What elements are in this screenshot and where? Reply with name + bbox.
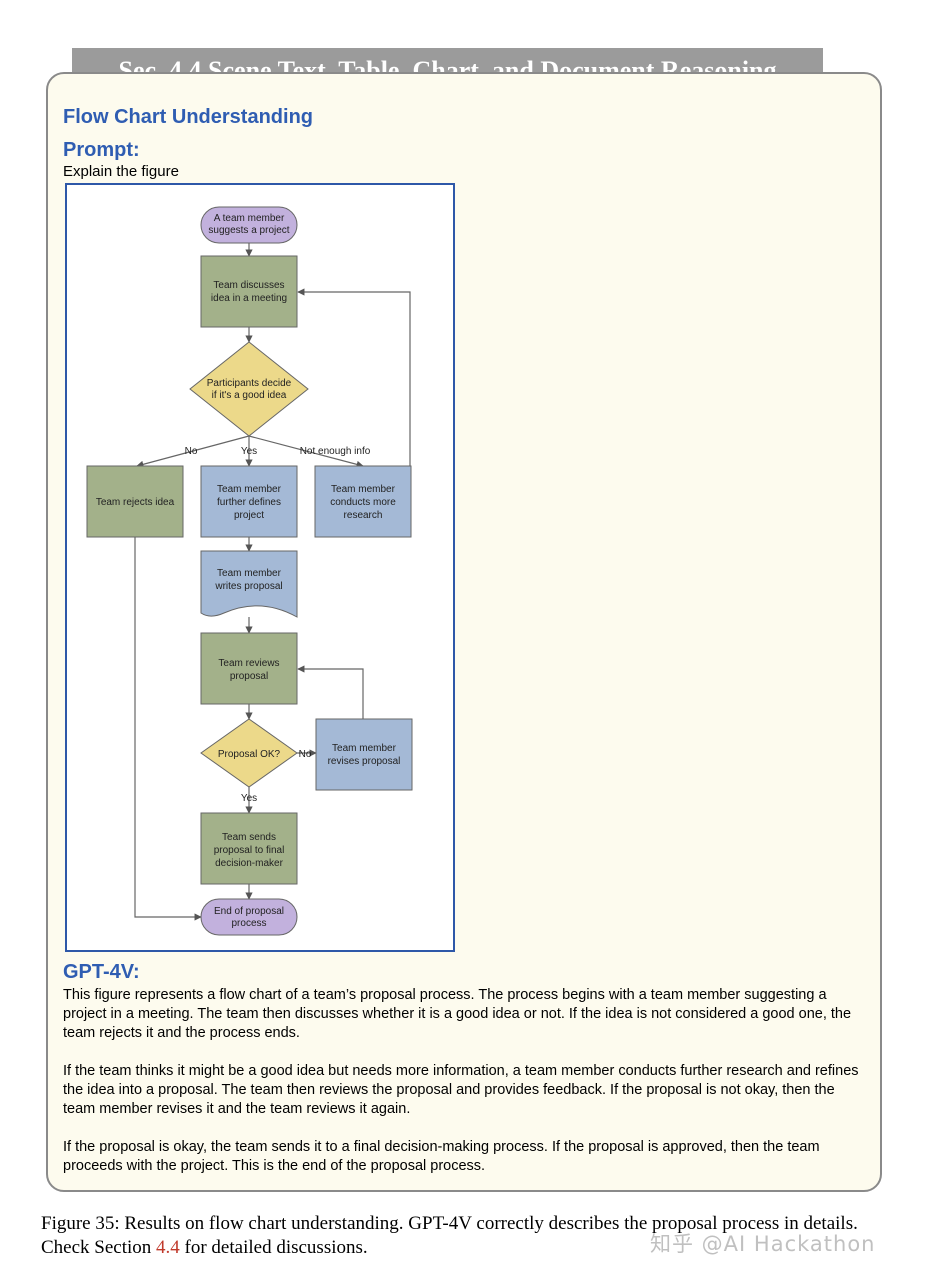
edge-research-discuss bbox=[297, 288, 411, 466]
edge-reject-end bbox=[134, 537, 202, 921]
label-send-3: decision-maker bbox=[215, 858, 283, 869]
label-discuss-2: idea in a meeting bbox=[211, 293, 287, 304]
node-write bbox=[200, 550, 298, 618]
answer-paragraph-1: This figure represents a flow chart of a… bbox=[63, 987, 852, 1041]
caption-prefix: Figure 35: Results on flow chart underst… bbox=[41, 1213, 858, 1258]
panel-title: Flow Chart Understanding bbox=[63, 106, 313, 128]
node-research bbox=[314, 465, 412, 538]
watermark: 知乎 @AI Hackathon bbox=[650, 1232, 876, 1256]
connectors bbox=[134, 243, 411, 921]
label-start-1: A team member bbox=[214, 213, 285, 224]
edge-decide-reject bbox=[136, 435, 250, 468]
label-end-1: End of proposal bbox=[214, 906, 284, 917]
node-reject bbox=[86, 465, 184, 538]
gpt-heading: GPT-4V: bbox=[63, 961, 140, 983]
label-decide-1: Participants decide bbox=[207, 378, 292, 389]
label-reject-1: Team rejects idea bbox=[96, 497, 175, 508]
node-end bbox=[200, 898, 298, 936]
prompt-text: Explain the figure bbox=[63, 163, 179, 180]
edge-label-not-enough: Not enough info bbox=[300, 446, 371, 457]
figure-caption: Figure 35: Results on flow chart underst… bbox=[41, 1212, 901, 1260]
label-decide-2: if it's a good idea bbox=[212, 390, 287, 401]
edge-revise-review bbox=[297, 665, 364, 719]
caption-suffix: for detailed discussions. bbox=[179, 1237, 368, 1258]
label-end-2: process bbox=[231, 918, 266, 929]
node-decide bbox=[189, 341, 309, 437]
node-send bbox=[200, 812, 298, 885]
label-define-2: further defines bbox=[217, 497, 281, 508]
label-write-2: writes proposal bbox=[214, 581, 282, 592]
answer-paragraph-2: If the team thinks it might be a good id… bbox=[63, 1063, 859, 1117]
section-link[interactable]: 4.4 bbox=[156, 1237, 180, 1258]
label-research-3: research bbox=[344, 510, 383, 521]
label-define-1: Team member bbox=[217, 484, 282, 495]
flowchart-svg: A team member suggests a project Team di… bbox=[86, 206, 413, 936]
edge-label-no2: No bbox=[299, 749, 312, 760]
answer-paragraph-3: If the proposal is okay, the team sends … bbox=[63, 1139, 820, 1174]
node-discuss bbox=[200, 255, 298, 328]
node-review bbox=[200, 632, 298, 705]
label-review-1: Team reviews bbox=[218, 658, 279, 669]
label-send-2: proposal to final bbox=[214, 845, 285, 856]
node-start bbox=[200, 206, 298, 244]
edge-decide-research bbox=[248, 435, 364, 468]
edge-label-yes2: Yes bbox=[241, 793, 257, 804]
label-send-1: Team sends bbox=[222, 832, 276, 843]
prompt-heading: Prompt: bbox=[63, 139, 140, 161]
node-ok bbox=[200, 718, 298, 788]
label-discuss-1: Team discusses bbox=[213, 280, 284, 291]
node-define bbox=[200, 465, 298, 538]
label-review-2: proposal bbox=[230, 671, 268, 682]
flowchart-figure: A team member suggests a project Team di… bbox=[65, 183, 455, 952]
edge-label-yes: Yes bbox=[241, 446, 257, 457]
node-revise bbox=[315, 718, 413, 791]
label-write-1: Team member bbox=[217, 568, 282, 579]
label-revise-2: revises proposal bbox=[328, 756, 401, 767]
label-research-1: Team member bbox=[331, 484, 396, 495]
label-define-3: project bbox=[234, 510, 264, 521]
gpt-answer: This figure represents a flow chart of a… bbox=[63, 986, 863, 1195]
label-revise-1: Team member bbox=[332, 743, 397, 754]
label-ok: Proposal OK? bbox=[218, 749, 281, 760]
label-research-2: conducts more bbox=[330, 497, 396, 508]
edge-label-no: No bbox=[185, 446, 198, 457]
label-start-2: suggests a project bbox=[208, 225, 289, 236]
